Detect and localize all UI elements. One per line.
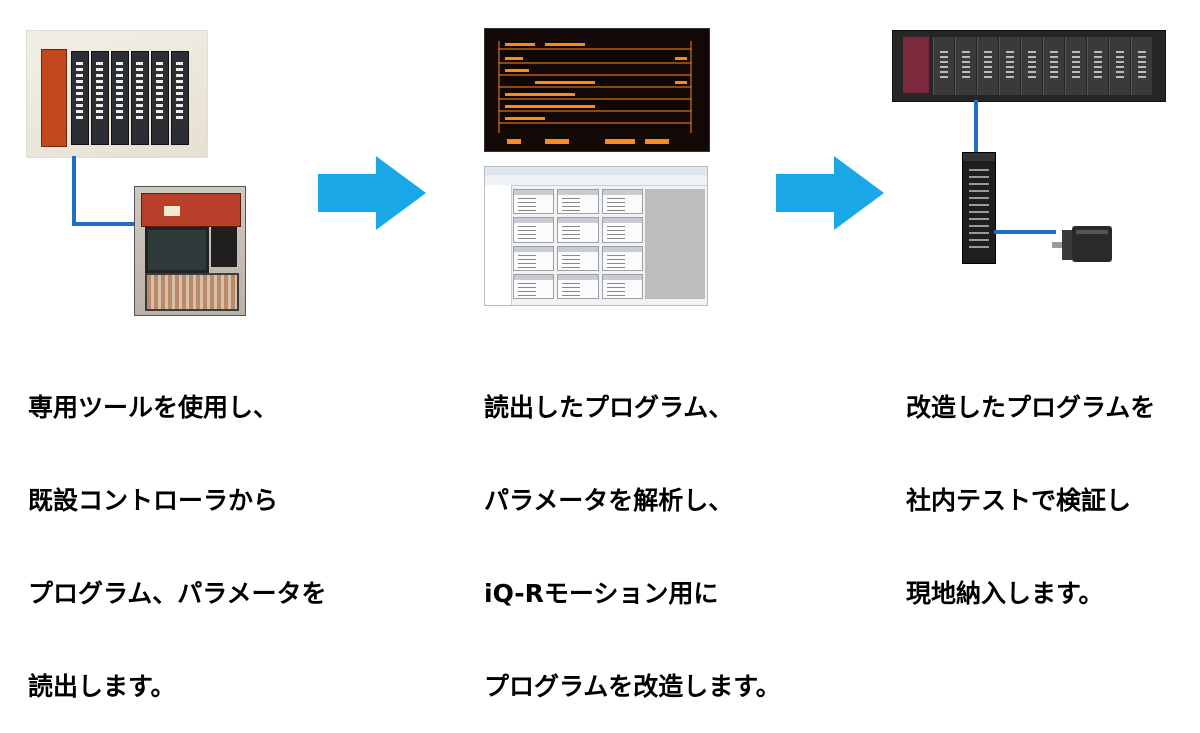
caption-line: 改造したプログラムを [906,393,1156,422]
iq-r-module [1021,37,1042,95]
programmer-lid [141,193,241,227]
programmer-panel [211,227,237,267]
parameter-panel [513,217,555,243]
parameter-panel [601,189,643,215]
iq-r-power-module [903,37,929,93]
motor-highlight [1076,230,1108,234]
plc-module [111,51,129,145]
ladder-rungs [499,48,691,124]
servo-amp-top [963,153,995,161]
connection-line [974,100,978,152]
servo-amplifier-photo [962,152,996,264]
motor-flange [1062,230,1072,260]
legacy-plc-photo [26,30,208,158]
iq-r-module [1065,37,1086,95]
parameter-panel [513,189,555,215]
motor-body [1072,226,1112,262]
plc-module [71,51,89,145]
plc-module [171,51,189,145]
project-tree [485,185,512,305]
caption-line: 既設コントローラから [28,486,279,515]
iq-r-module [1087,37,1108,95]
iq-r-module [1043,37,1064,95]
software-toolbar [485,175,707,186]
servo-motor-photo [1052,226,1112,262]
iq-r-module [977,37,998,95]
parameter-grid [513,189,643,299]
arrow-shape [318,156,426,230]
caption-line: 読出したプログラム、 [484,393,734,422]
caption-line: 現地納入します。 [906,579,1104,608]
motor-shaft [1052,242,1064,248]
plc-power-module [41,49,67,147]
programming-tool-photo [134,186,246,316]
plc-module [91,51,109,145]
connection-line [72,222,136,226]
parameter-panel [513,273,555,299]
arrow-right-icon [776,156,884,230]
caption-line: プログラムを改造します。 [484,672,781,701]
arrow-right-icon [318,156,426,230]
caption-line: 専用ツールを使用し、 [28,393,279,422]
iq-r-module [955,37,976,95]
connection-line [994,230,1056,234]
parameter-panel [513,245,555,271]
ladder-contacts [505,43,687,144]
caption-line: iQ-Rモーション用に [484,579,719,608]
step-3-caption: 改造したプログラムを 社内テストで検証し 現地納入します。 [906,330,1155,640]
empty-workspace [645,189,705,299]
caption-line: プログラム、パラメータを [28,579,327,608]
programmer-label-sticker [164,206,180,216]
iq-r-module [933,37,954,95]
ladder-program-screen [484,28,710,152]
iq-r-controller-photo [892,30,1166,102]
programmer-keyboard [145,273,239,311]
plc-module [131,51,149,145]
step-1-caption: 専用ツールを使用し、 既設コントローラから プログラム、パラメータを 読出します… [28,330,327,733]
programmer-screen [145,227,209,273]
step-2-caption: 読出したプログラム、 パラメータを解析し、 iQ-Rモーション用に プログラムを… [484,330,781,733]
iq-r-module [999,37,1020,95]
iq-r-module [1109,37,1130,95]
servo-amp-terminals [969,169,989,249]
caption-line: 読出します。 [28,672,176,701]
parameter-panel [557,217,599,243]
screen-background [485,29,709,151]
parameter-panel [601,245,643,271]
parameter-panel [557,189,599,215]
arrow-shape [776,156,884,230]
iq-r-module [1131,37,1152,95]
caption-line: パラメータを解析し、 [484,486,734,515]
parameter-panel [601,217,643,243]
caption-line: 社内テストで検証し [906,486,1132,515]
plc-module [151,51,169,145]
analysis-software-screenshot [484,166,708,306]
connection-line [72,156,76,226]
parameter-panel [557,245,599,271]
parameter-panel [601,273,643,299]
parameter-panel [557,273,599,299]
